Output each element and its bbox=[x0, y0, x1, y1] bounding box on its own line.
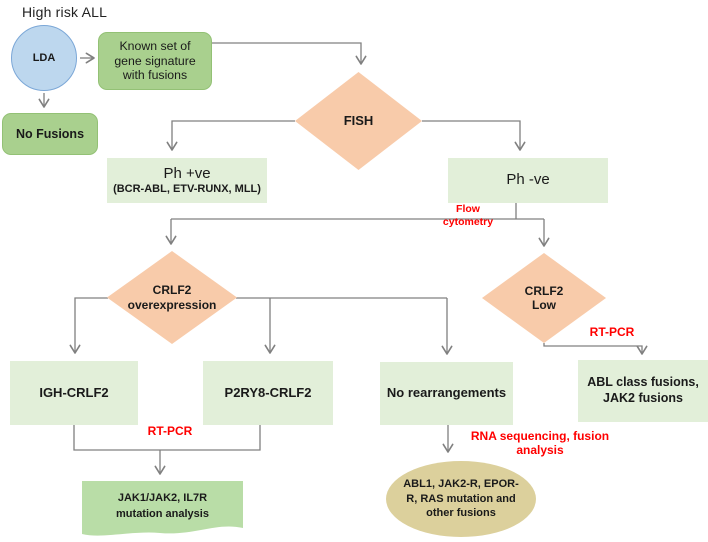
node-fish-label: FISH bbox=[343, 113, 374, 129]
node-lda-label: LDA bbox=[32, 52, 56, 64]
node-ph-positive-sublabel: (BCR-ABL, ETV-RUNX, MLL) bbox=[113, 183, 261, 196]
page-title: High risk ALL bbox=[22, 4, 108, 20]
node-fusion-result-label: ABL1, JAK2-R, EPOR-R, RAS mutation and o… bbox=[403, 477, 519, 520]
node-igh-crlf2: IGH-CRLF2 bbox=[10, 361, 138, 425]
node-no-fusions-label: No Fusions bbox=[15, 126, 85, 141]
node-p2ry8-crlf2-label: P2RY8-CRLF2 bbox=[224, 384, 312, 400]
node-known-gene-signature-label: Known set of gene signature with fusions bbox=[114, 39, 196, 83]
node-jak-il7r-mutation-analysis: JAK1/JAK2, IL7R mutation analysis bbox=[82, 481, 243, 538]
node-p2ry8-crlf2: P2RY8-CRLF2 bbox=[203, 361, 333, 425]
node-crlf2-overexpression-line2: overexpression bbox=[127, 297, 217, 312]
node-no-rearrangements-label: No rearrangements bbox=[386, 385, 507, 401]
node-igh-crlf2-label: IGH-CRLF2 bbox=[39, 384, 109, 400]
node-jak-il7r-mutation-analysis-label: JAK1/JAK2, IL7R mutation analysis bbox=[116, 492, 209, 520]
node-lda: LDA bbox=[11, 25, 77, 91]
node-ph-positive: Ph +ve (BCR-ABL, ETV-RUNX, MLL) bbox=[107, 158, 267, 203]
document-shape bbox=[82, 481, 243, 536]
node-crlf2-low-line1: CRLF2 bbox=[524, 283, 564, 298]
node-ph-positive-label: Ph +ve bbox=[163, 164, 211, 182]
node-fusion-result-ellipse: ABL1, JAK2-R, EPOR-R, RAS mutation and o… bbox=[386, 461, 536, 537]
edge-label-rt-pcr-right: RT-PCR bbox=[589, 325, 635, 339]
node-ph-negative-label: Ph -ve bbox=[506, 171, 550, 189]
node-fish-decision: FISH bbox=[295, 72, 422, 170]
node-crlf2-overexpression-decision: CRLF2 overexpression bbox=[107, 251, 237, 344]
node-no-fusions: No Fusions bbox=[2, 113, 98, 155]
node-crlf2-overexpression-line1: CRLF2 bbox=[152, 283, 192, 298]
node-crlf2-low-line2: Low bbox=[532, 298, 556, 312]
edge-label-rna-sequencing: RNA sequencing, fusion analysis bbox=[470, 429, 610, 458]
node-abl-class-fusions-label: ABL class fusions, JAK2 fusions bbox=[587, 375, 699, 405]
node-no-rearrangements: No rearrangements bbox=[380, 362, 513, 425]
edge-label-rt-pcr-left: RT-PCR bbox=[147, 424, 193, 438]
edge-label-flow-cytometry: Flow cytometry bbox=[442, 203, 494, 228]
node-ph-negative: Ph -ve bbox=[448, 158, 608, 203]
node-known-gene-signature: Known set of gene signature with fusions bbox=[98, 32, 212, 90]
node-abl-class-fusions: ABL class fusions, JAK2 fusions bbox=[578, 360, 708, 422]
